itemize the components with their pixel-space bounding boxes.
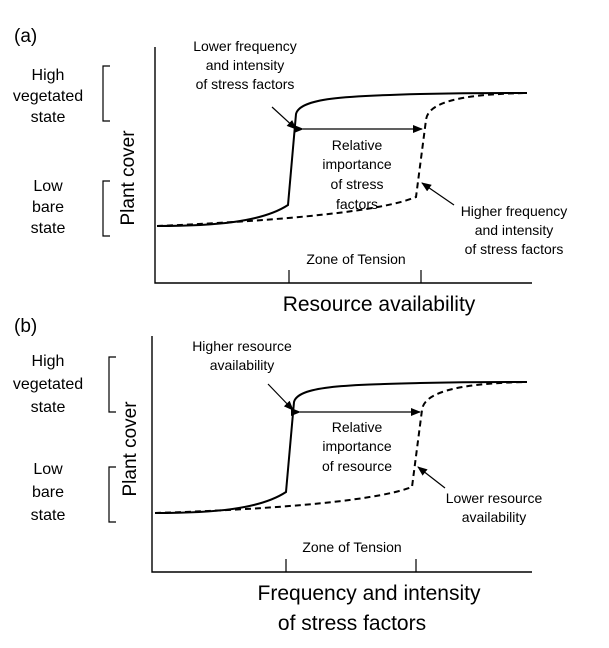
svg-text:state: state bbox=[31, 399, 66, 416]
panel-b-lower-annotation: Lower resource availability bbox=[446, 490, 543, 525]
panel-a-low-state-label: Low bare state bbox=[31, 178, 66, 237]
panel-b-y-label: Plant cover bbox=[120, 401, 141, 497]
panel-b-low-state-label: Low bare state bbox=[31, 461, 66, 524]
panel-a-y-label: Plant cover bbox=[118, 130, 139, 226]
panel-a-lower-annotation: Higher frequency and intensity of stress… bbox=[461, 203, 568, 257]
panel-b-x-label-line1: Frequency and intensity bbox=[258, 582, 481, 605]
svg-text:of stress factors: of stress factors bbox=[196, 76, 295, 92]
svg-text:state: state bbox=[31, 109, 66, 126]
svg-text:Relative: Relative bbox=[332, 137, 383, 153]
panel-a-axes bbox=[154, 47, 532, 284]
svg-text:High: High bbox=[32, 67, 65, 84]
panel-b-lower-curve bbox=[154, 381, 528, 514]
svg-text:Low: Low bbox=[33, 461, 63, 478]
panel-a-label: (a) bbox=[14, 26, 37, 47]
svg-text:Low: Low bbox=[33, 178, 63, 195]
panel-b-upper-curve bbox=[154, 381, 528, 514]
panel-a-x-label: Resource availability bbox=[283, 293, 476, 316]
svg-text:factors: factors bbox=[336, 196, 378, 212]
panel-b-zone-label: Zone of Tension bbox=[302, 539, 401, 555]
svg-text:importance: importance bbox=[322, 438, 391, 454]
panel-b-x-label-line2: of stress factors bbox=[278, 612, 426, 635]
svg-text:vegetated: vegetated bbox=[13, 88, 83, 105]
svg-text:of resource: of resource bbox=[322, 458, 392, 474]
svg-text:bare: bare bbox=[32, 484, 64, 501]
svg-text:availability: availability bbox=[462, 509, 527, 525]
panel-b-high-state-label: High vegetated state bbox=[13, 353, 83, 416]
panel-b-high-bracket bbox=[108, 356, 116, 413]
svg-text:availability: availability bbox=[210, 357, 275, 373]
svg-text:High: High bbox=[32, 353, 65, 370]
panel-a-low-bracket bbox=[102, 180, 110, 237]
svg-text:state: state bbox=[31, 507, 66, 524]
svg-text:bare: bare bbox=[32, 199, 64, 216]
svg-text:vegetated: vegetated bbox=[13, 376, 83, 393]
panel-b-lower-arrow bbox=[417, 466, 446, 489]
svg-text:state: state bbox=[31, 220, 66, 237]
svg-text:and intensity: and intensity bbox=[206, 57, 285, 73]
panel-b-axes bbox=[151, 336, 532, 573]
panel-a-middle-annotation: Relative importance of stress factors bbox=[322, 137, 391, 212]
panel-a-lower-curve bbox=[156, 92, 528, 227]
panel-a-high-bracket bbox=[102, 65, 110, 122]
svg-text:Higher frequency: Higher frequency bbox=[461, 203, 568, 219]
svg-text:Relative: Relative bbox=[332, 419, 383, 435]
svg-text:Higher resource: Higher resource bbox=[192, 338, 292, 354]
panel-b-middle-annotation: Relative importance of resource bbox=[322, 419, 392, 474]
svg-text:Lower frequency: Lower frequency bbox=[193, 38, 297, 54]
svg-text:of stress factors: of stress factors bbox=[465, 241, 564, 257]
panel-b-label: (b) bbox=[14, 316, 37, 337]
panel-b-low-bracket bbox=[108, 466, 116, 523]
panel-a-lower-arrow bbox=[421, 182, 455, 206]
svg-text:importance: importance bbox=[322, 156, 391, 172]
panel-a-zone-label: Zone of Tension bbox=[306, 251, 405, 267]
panel-b-upper-annotation: Higher resource availability bbox=[192, 338, 292, 373]
svg-text:and intensity: and intensity bbox=[475, 222, 554, 238]
panel-a-upper-annotation: Lower frequency and intensity of stress … bbox=[193, 38, 297, 92]
svg-text:Lower resource: Lower resource bbox=[446, 490, 543, 506]
panel-a-high-state-label: High vegetated state bbox=[13, 67, 83, 126]
panel-b: (b) High vegetated state Low bare state … bbox=[13, 316, 543, 635]
panel-a-upper-arrow bbox=[271, 106, 297, 130]
svg-text:of stress: of stress bbox=[331, 176, 384, 192]
panel-b-upper-arrow bbox=[267, 383, 294, 411]
panel-a: (a) High vegetated state Low bare state … bbox=[13, 26, 567, 316]
